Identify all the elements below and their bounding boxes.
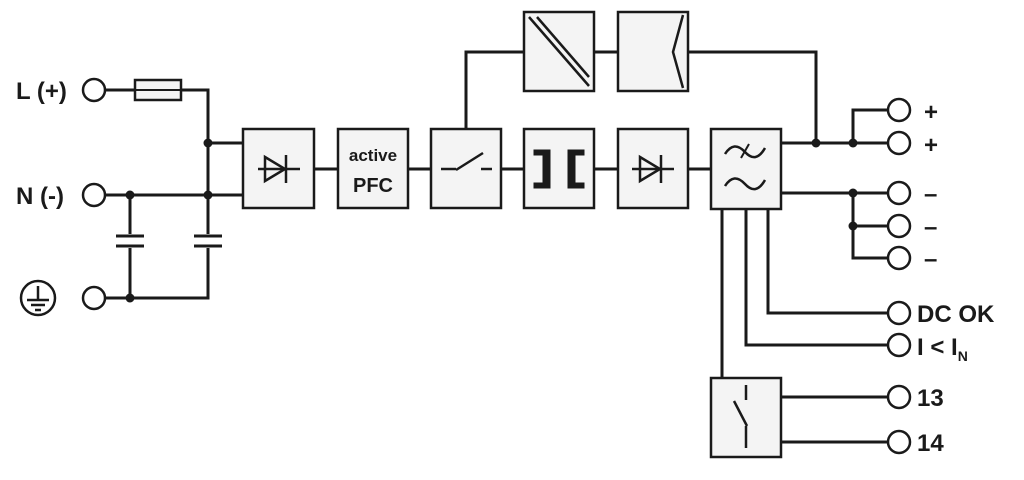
inverter-icon: [671, 14, 685, 89]
terminal-plus-2[interactable]: [886, 130, 912, 156]
transformer-block: [522, 127, 596, 210]
relay-block: [709, 376, 783, 459]
label-neutral: N (-): [16, 183, 64, 210]
terminal-neutral[interactable]: [81, 182, 107, 208]
diode-icon: [258, 154, 300, 184]
pfc-label-active: active: [349, 146, 397, 165]
junction-dots: [125, 138, 858, 303]
pfc-block: active PFC: [336, 127, 410, 210]
terminal-minus-1[interactable]: [886, 180, 912, 206]
aux-converter-block: [522, 10, 596, 93]
label-plus-1: +: [924, 99, 938, 126]
fuse-icon: [133, 78, 183, 102]
label-minus-2: –: [924, 214, 937, 241]
label-dc-ok: DC OK: [917, 301, 995, 328]
label-current-signal: I < IN: [917, 334, 968, 364]
terminal-relay-14[interactable]: [886, 429, 912, 455]
label-current-main: I < I: [917, 334, 958, 361]
aux-inverter-block: [616, 10, 690, 93]
switch-icon: [441, 151, 492, 172]
label-line: L (+): [16, 78, 67, 105]
terminal-minus-3[interactable]: [886, 245, 912, 271]
terminal-minus-2[interactable]: [886, 213, 912, 239]
capacitor-icon: [194, 234, 222, 248]
label-plus-2: +: [924, 132, 938, 159]
terminal-plus-1[interactable]: [886, 97, 912, 123]
output-rectifier-block: [616, 127, 690, 210]
pfc-label-pfc: PFC: [353, 175, 393, 197]
relay-switch-icon: [732, 385, 749, 448]
label-current-subscript: N: [958, 348, 968, 364]
rectifier-block: [241, 127, 316, 210]
diode-icon: [632, 154, 674, 184]
terminal-line[interactable]: [81, 77, 107, 103]
filter-icon: [723, 143, 767, 191]
terminal-relay-13[interactable]: [886, 384, 912, 410]
capacitor-icon: [116, 234, 144, 248]
converter-icon: [528, 16, 590, 87]
filter-block: [709, 127, 783, 211]
label-relay-14: 14: [917, 430, 944, 457]
transformer-icon: [533, 149, 585, 189]
terminal-current-signal[interactable]: [886, 332, 912, 358]
terminal-dc-ok[interactable]: [886, 300, 912, 326]
output-terminals: [886, 97, 912, 455]
label-minus-3: –: [924, 246, 937, 273]
ground-icon: [19, 279, 57, 317]
wiring: [103, 50, 890, 444]
switch-block: [429, 127, 503, 210]
terminal-ground[interactable]: [81, 285, 107, 311]
label-minus-1: –: [924, 181, 937, 208]
label-relay-13: 13: [917, 385, 944, 412]
input-terminals: [81, 77, 107, 311]
